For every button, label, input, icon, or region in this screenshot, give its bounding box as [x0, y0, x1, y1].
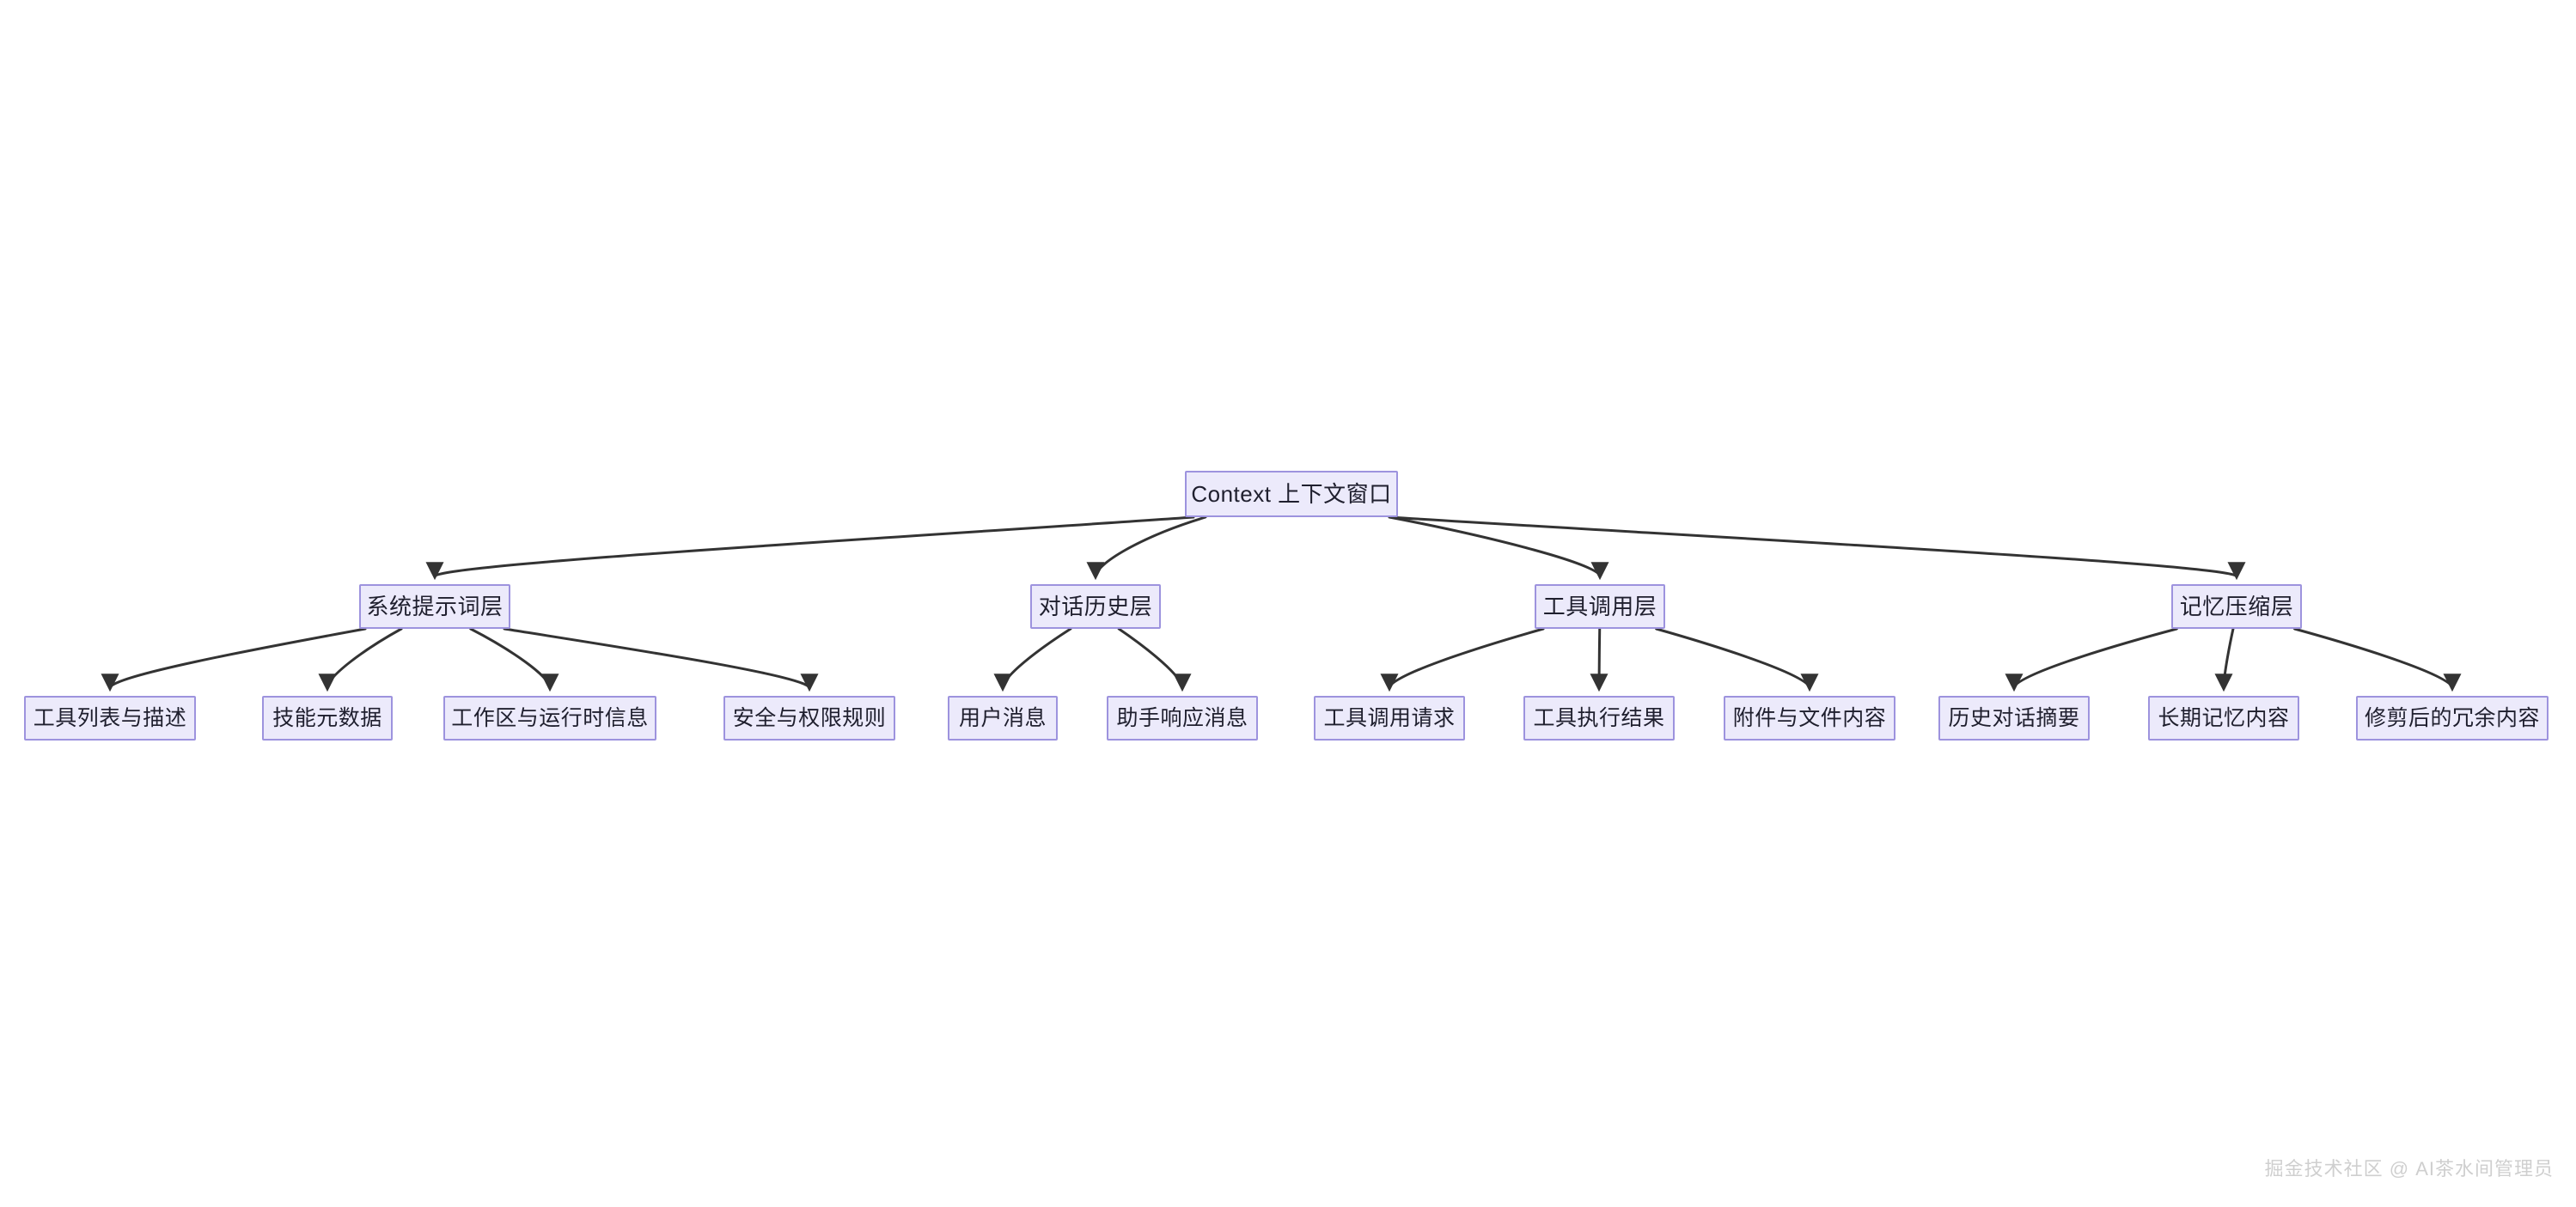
node-label: 系统提示词层: [366, 594, 504, 619]
node-label: 历史对话摘要: [1948, 705, 2080, 730]
node-label: 修剪后的冗余内容: [2364, 705, 2540, 730]
node-label: 长期记忆内容: [2158, 705, 2290, 730]
node-l1[interactable]: 工具列表与描述: [24, 696, 196, 741]
node-label: 安全与权限规则: [732, 705, 887, 730]
node-label: 工具调用层: [1542, 594, 1657, 619]
node-l6[interactable]: 助手响应消息: [1107, 696, 1258, 741]
edge-root-to-b1: [426, 515, 1195, 581]
edge-b4-to-l11: [2214, 627, 2235, 692]
node-l2[interactable]: 技能元数据: [262, 696, 393, 741]
node-b3[interactable]: 工具调用层: [1535, 584, 1665, 629]
node-label: 对话历史层: [1038, 594, 1153, 619]
node-label: 附件与文件内容: [1732, 705, 1887, 730]
node-label: 工具调用请求: [1323, 705, 1456, 730]
node-b1[interactable]: 系统提示词层: [359, 584, 510, 629]
edge-b3-to-l7: [1380, 627, 1545, 692]
edge-b1-to-l4: [503, 627, 819, 692]
edge-root-to-b4: [1388, 515, 2245, 581]
node-l5[interactable]: 用户消息: [948, 696, 1058, 741]
edge-b2-to-l6: [1117, 627, 1192, 692]
node-label: 工具执行结果: [1533, 705, 1665, 730]
node-l11[interactable]: 长期记忆内容: [2148, 696, 2299, 741]
edge-root-to-b3: [1388, 515, 1609, 581]
node-label: 工具列表与描述: [33, 705, 187, 730]
edge-b3-to-l9: [1655, 627, 1819, 692]
node-l9[interactable]: 附件与文件内容: [1724, 696, 1895, 741]
node-l10[interactable]: 历史对话摘要: [1938, 696, 2090, 741]
node-b4[interactable]: 记忆压缩层: [2171, 584, 2302, 629]
node-l3[interactable]: 工作区与运行时信息: [443, 696, 656, 741]
edge-b1-to-l3: [469, 627, 559, 692]
edge-root-to-b2: [1086, 515, 1207, 581]
node-label: 助手响应消息: [1116, 705, 1248, 730]
node-l4[interactable]: 安全与权限规则: [723, 696, 895, 741]
node-label: 记忆压缩层: [2179, 594, 2294, 619]
edge-b3-to-l8: [1590, 627, 1608, 692]
node-label: 用户消息: [958, 705, 1047, 730]
edge-b1-to-l2: [318, 627, 403, 692]
node-b2[interactable]: 对话历史层: [1030, 584, 1161, 629]
node-label: 工作区与运行时信息: [451, 705, 649, 730]
node-root[interactable]: Context 上下文窗口: [1185, 471, 1398, 517]
edge-b4-to-l10: [2005, 627, 2178, 692]
edge-b4-to-l12: [2293, 627, 2462, 692]
node-l8[interactable]: 工具执行结果: [1523, 696, 1675, 741]
edge-b1-to-l1: [101, 627, 367, 692]
node-label: 技能元数据: [272, 705, 382, 730]
watermark: 掘金技术社区 @ AI茶水间管理员: [2264, 1158, 2554, 1180]
node-label: Context 上下文窗口: [1191, 481, 1392, 507]
edge-b2-to-l5: [993, 627, 1072, 692]
node-l7[interactable]: 工具调用请求: [1314, 696, 1465, 741]
node-l12[interactable]: 修剪后的冗余内容: [2356, 696, 2549, 741]
